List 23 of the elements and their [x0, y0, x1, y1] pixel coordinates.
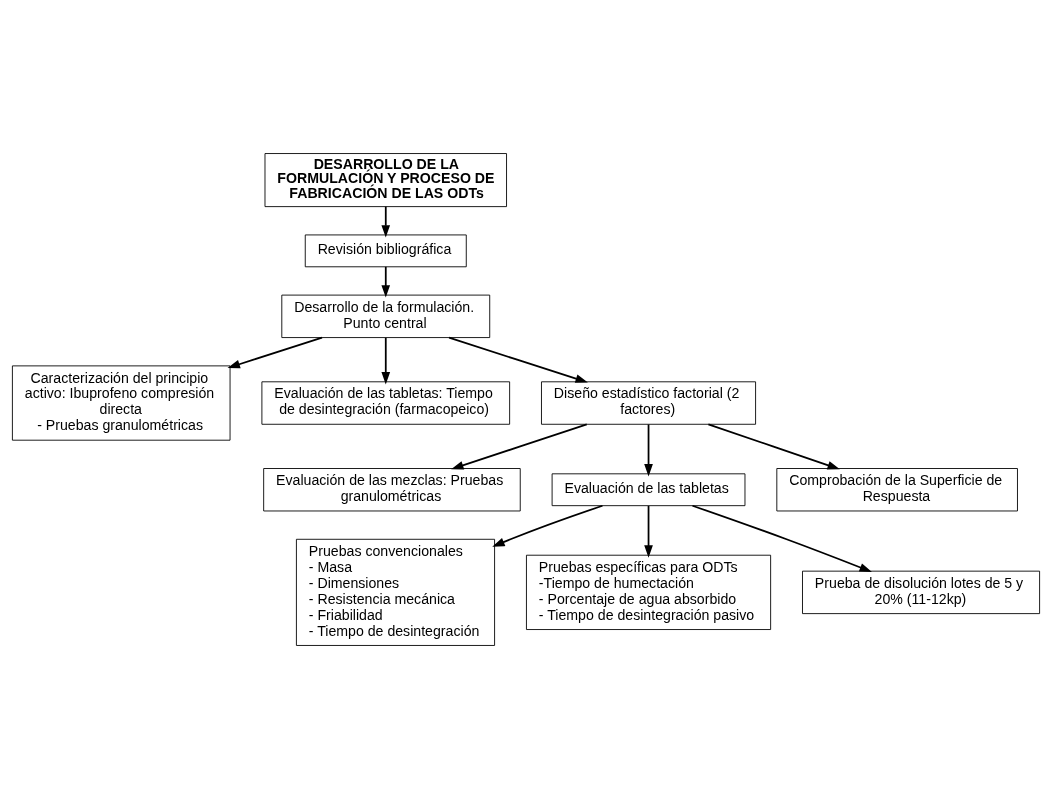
arrow [227, 336, 323, 368]
node-box: DESARROLLO DE LA FORMULACIÓN Y PROCESO DE FABRICACIÓN DE LAS ODTs [264, 152, 507, 207]
arrow [381, 265, 391, 298]
arrow [448, 336, 588, 383]
node-box: Prueba de disolución lotes de 5 y 20% (11-12kp) [802, 570, 1041, 614]
node-box: Comprobación de la Superficie de Respuesta [776, 467, 1018, 511]
arrow [492, 504, 604, 547]
arrow [691, 504, 872, 572]
node-box: Pruebas específicas para ODTs -Tiempo de humectación - Porcentaje de agua absorbido - Tiempo de desintegración pasivo [526, 554, 772, 630]
arrow [707, 423, 840, 469]
node-box: Evaluación de las tabletas: Tiempo de desintegración (farmacopeico) [261, 380, 511, 425]
arrow [644, 423, 653, 476]
node-box: Revisión bibliográfica [304, 234, 467, 267]
node-box: Caracterización del principio activo: Ibuprofeno compresión directa - Pruebas granulométricas [11, 364, 231, 441]
node-box: Pruebas convencionales - Masa - Dimensiones - Resistencia mecánica - Friabilidad - Tiempo de desintegración [295, 538, 496, 646]
node-box: Desarrollo de la formulación. Punto central [281, 294, 491, 338]
arrow [644, 504, 653, 558]
arrow [381, 336, 391, 384]
arrow [451, 423, 588, 469]
node-box: Evaluación de las tabletas [551, 472, 746, 506]
node-box: Diseño estadístico factorial (2 factores) [541, 380, 757, 425]
node-box: Evaluación de las mezclas: Pruebas granulométricas [263, 467, 521, 511]
arrow [381, 205, 391, 238]
